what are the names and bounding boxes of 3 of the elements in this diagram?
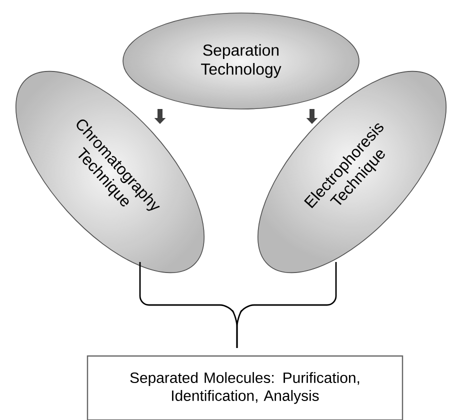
brace-line <box>236 262 337 348</box>
ellipse-node: Separation Technology <box>122 12 360 110</box>
result-box: Separated Molecules: Purification, Identification, Analysis <box>86 355 404 420</box>
